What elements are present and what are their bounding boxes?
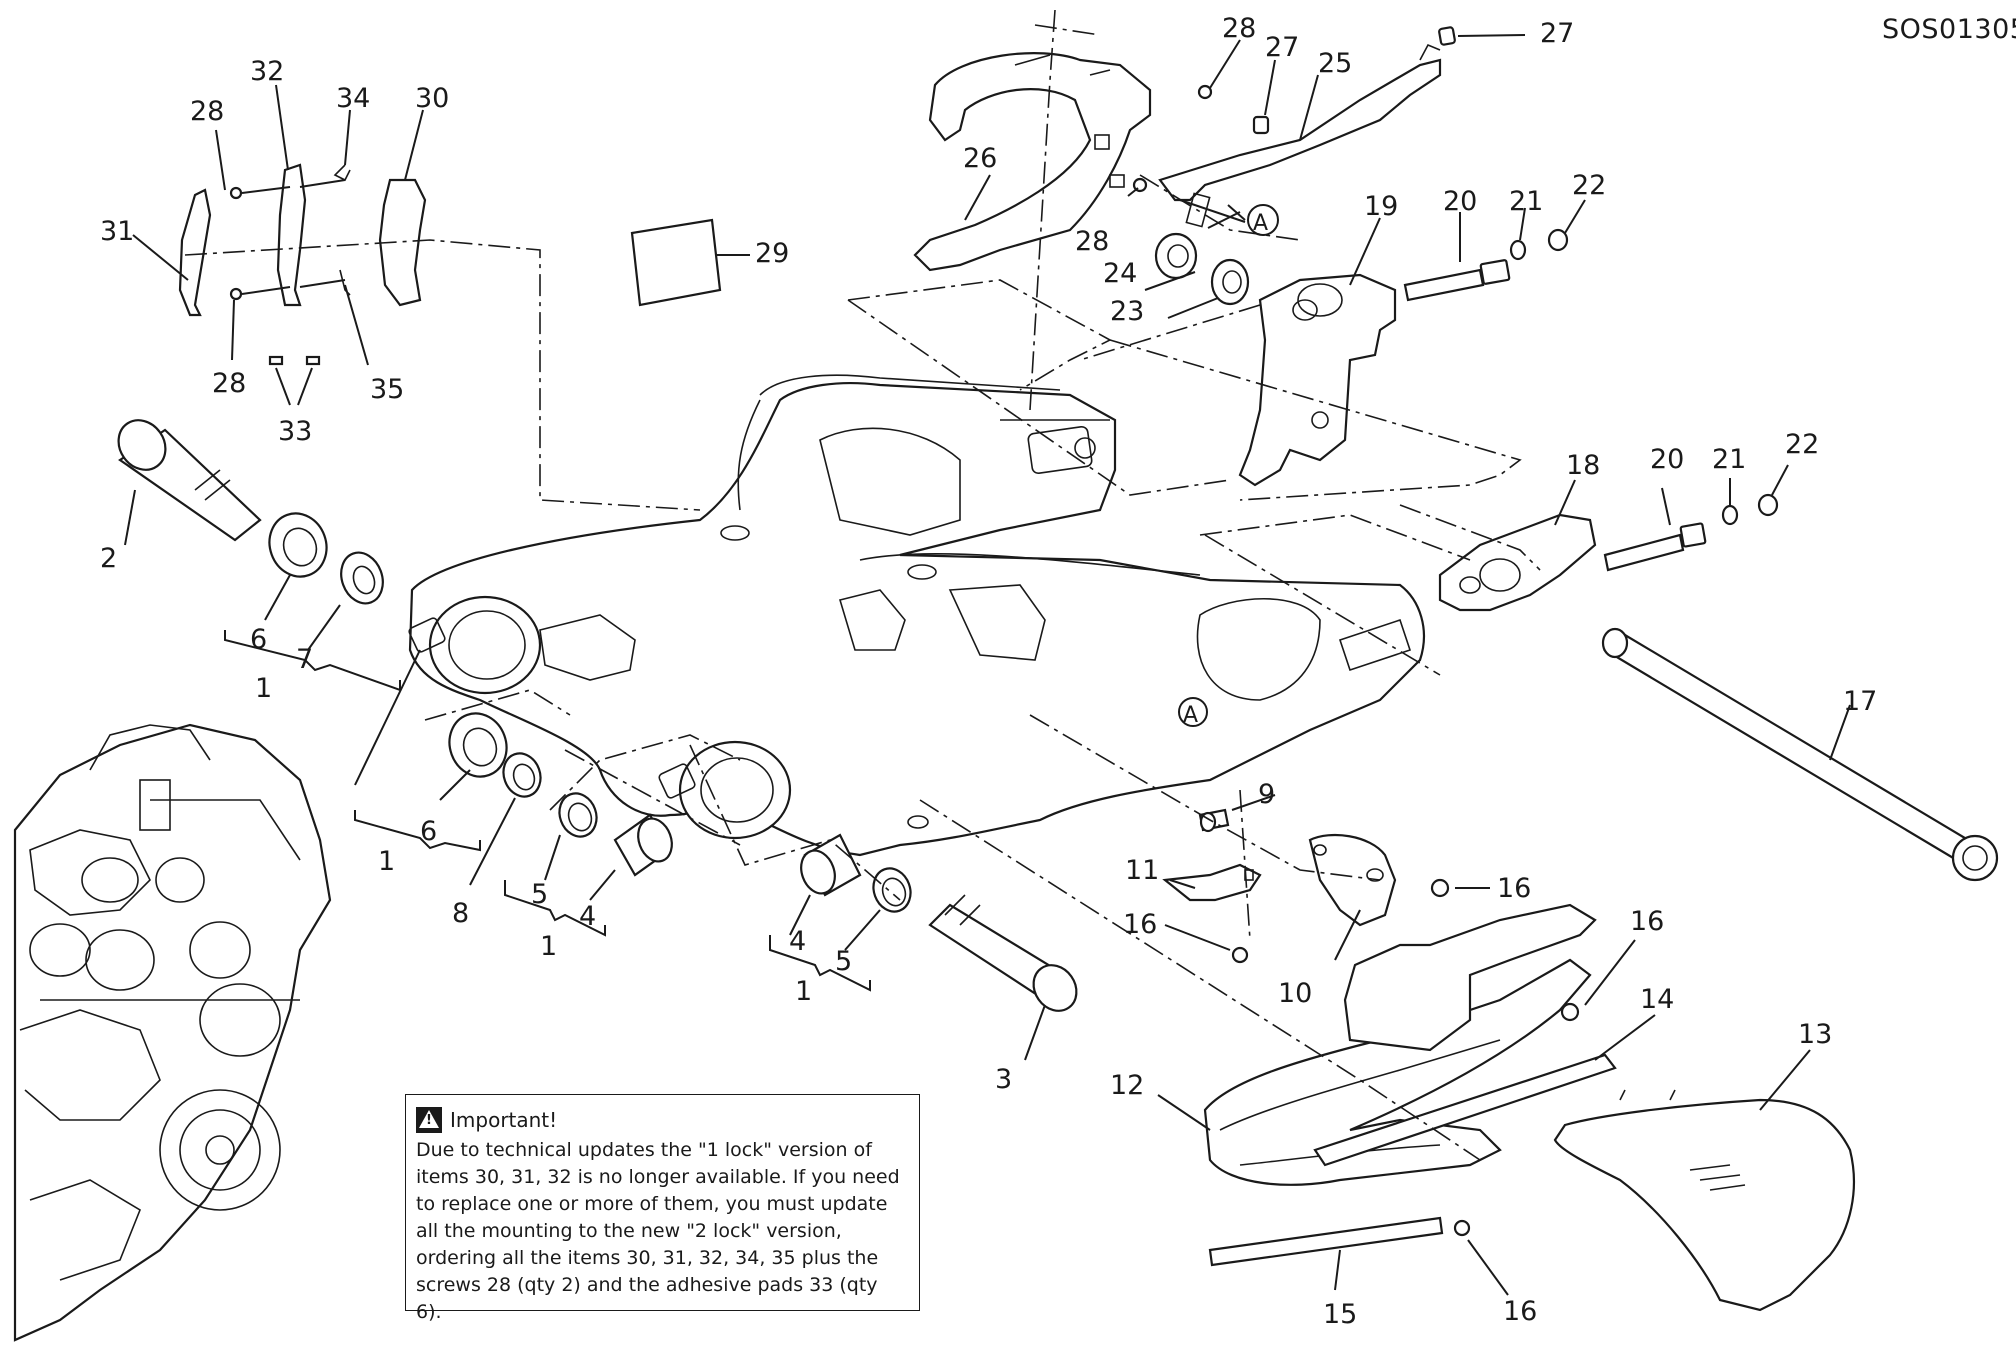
callout-1-mid: 1	[378, 846, 395, 877]
engine-illustration	[13, 723, 332, 1342]
needle-bearing-4-right	[800, 833, 862, 897]
callout-16-left: 16	[1123, 909, 1157, 940]
callout-28-top: 28	[1222, 13, 1256, 44]
callout-24: 24	[1103, 258, 1137, 289]
callout-5-left: 5	[531, 879, 548, 910]
callout-27-right: 27	[1540, 18, 1574, 49]
callout-20-lower: 20	[1650, 444, 1684, 475]
callout-18: 18	[1566, 450, 1600, 481]
bearing-6-lower	[448, 712, 508, 778]
chain-adjuster-19	[1238, 273, 1397, 487]
callout-28-mid: 28	[1075, 226, 1109, 257]
needle-bearing-4-left	[613, 813, 673, 877]
bushing-7	[340, 551, 384, 605]
callout-12: 12	[1110, 1070, 1144, 1101]
notice-title: Important!	[450, 1108, 558, 1132]
leader-lines	[124, 34, 1851, 1296]
callout-22-upper: 22	[1572, 170, 1606, 201]
chain-guide-upper	[1343, 903, 1597, 1052]
callout-27-left: 27	[1265, 32, 1299, 63]
callout-22-lower: 22	[1785, 429, 1819, 460]
callout-16-right: 16	[1630, 906, 1664, 937]
adjuster-bolt-lower	[1603, 493, 1779, 572]
callout-16-mid: 16	[1497, 873, 1531, 904]
pivot-shaft-2	[117, 419, 262, 542]
callout-35: 35	[370, 374, 404, 405]
callout-13: 13	[1798, 1019, 1832, 1050]
reference-mark-a-swingarm: A	[1183, 703, 1198, 728]
callout-31: 31	[100, 216, 134, 247]
callout-32: 32	[250, 56, 284, 87]
sensor-9	[1198, 808, 1230, 833]
screws-16	[1231, 878, 1580, 1237]
chain-guard-13	[1553, 1089, 1856, 1312]
callout-1-lower-left: 1	[540, 931, 557, 962]
callout-14: 14	[1640, 984, 1674, 1015]
callout-20-upper: 20	[1443, 186, 1477, 217]
callout-6-lower: 6	[420, 816, 437, 847]
callout-19: 19	[1364, 191, 1398, 222]
swingarm	[408, 374, 1425, 857]
warning-icon	[416, 1107, 442, 1133]
callout-30: 30	[415, 83, 449, 114]
reference-mark-a-top: A	[1253, 211, 1268, 236]
pad-15	[1208, 1216, 1444, 1267]
callout-8: 8	[452, 898, 469, 929]
chain-slider-12	[1203, 958, 1592, 1186]
pad-14	[1313, 1053, 1617, 1167]
bearing-6-left	[268, 512, 328, 578]
notice-header: Important!	[416, 1103, 909, 1137]
callout-28-lock-upper: 28	[190, 96, 224, 127]
callout-15: 15	[1323, 1299, 1357, 1330]
chain-adjuster-18	[1438, 513, 1597, 612]
spacer-8	[502, 752, 542, 798]
callout-28-lock-lower: 28	[212, 368, 246, 399]
callout-17: 17	[1843, 686, 1877, 717]
adjuster-bolt-upper	[1403, 228, 1569, 302]
callout-34: 34	[336, 83, 370, 114]
callout-4-left: 4	[579, 901, 596, 932]
callout-26: 26	[963, 143, 997, 174]
callout-1-lower-right: 1	[795, 976, 812, 1007]
callout-1-upper: 1	[255, 673, 272, 704]
callout-7: 7	[296, 644, 313, 675]
callout-10: 10	[1278, 978, 1312, 1009]
callout-5-right: 5	[835, 946, 852, 977]
callout-2: 2	[100, 543, 117, 574]
callout-21-lower: 21	[1712, 444, 1746, 475]
callout-23: 23	[1110, 296, 1144, 327]
callout-21-upper: 21	[1509, 186, 1543, 217]
callout-labels: 2 6 7 1 6 1 8 5 4 1 4 5 1 3 9 11 16 10 1…	[100, 13, 1877, 1330]
callout-9: 9	[1258, 779, 1275, 810]
adhesive-pad-29	[630, 218, 722, 307]
notice-body: Due to technical updates the "1 lock" ve…	[416, 1139, 900, 1323]
washers-23-24	[1154, 232, 1250, 306]
assembly-lines	[184, 9, 1541, 1161]
lock-parts	[178, 163, 427, 366]
upper-chain-guard	[913, 52, 1152, 272]
cover-10	[1308, 833, 1397, 927]
chain-guard-bracket	[1158, 43, 1442, 228]
callout-29: 29	[755, 238, 789, 269]
drawing-code: SOS01305	[1882, 14, 2016, 45]
callout-25: 25	[1318, 48, 1352, 79]
callout-6-upper: 6	[250, 624, 267, 655]
callout-3: 3	[995, 1064, 1012, 1095]
important-notice-box: Important! Due to technical updates the …	[405, 1094, 920, 1323]
pivot-shaft-3	[928, 894, 1078, 1012]
seal-5-right	[872, 867, 912, 913]
callout-33: 33	[278, 416, 312, 447]
callout-4-right: 4	[789, 926, 806, 957]
callout-16-bottom: 16	[1503, 1296, 1537, 1327]
seal-5-left	[558, 792, 598, 838]
wheel-axle	[1601, 627, 1999, 882]
callout-11: 11	[1125, 855, 1159, 886]
